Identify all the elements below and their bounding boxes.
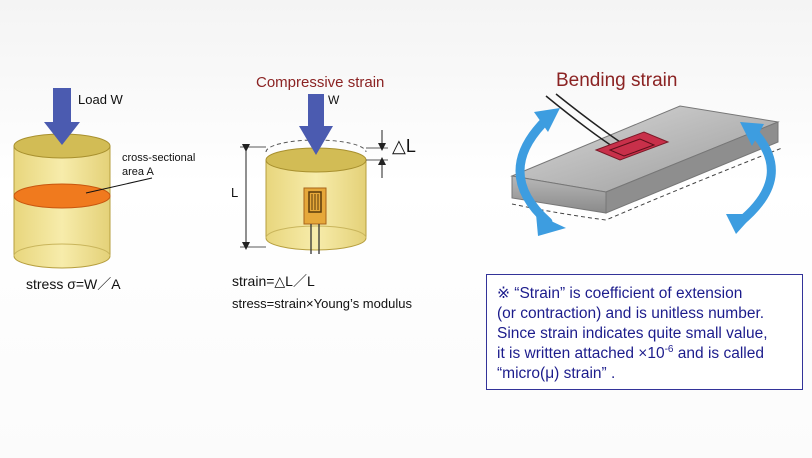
note-line-4-post: and is called [673,345,764,362]
load-arrow [44,88,80,145]
strain-note-box: ※ “Strain” is coefficient of extension (… [486,274,803,390]
left-cylinder [13,133,111,269]
bending-strain-title: Bending strain [556,70,678,91]
middle-cylinder [265,139,367,254]
compressive-strain-title: Compressive strain [256,74,385,91]
length-label: L [231,185,239,200]
force-label: W [328,93,340,107]
note-line-3: Since strain indicates quite small value… [497,325,768,342]
note-line-4: it is written attached ×10-6 and is call… [497,344,796,364]
cross-section-label-line1: cross-sectional [122,152,196,164]
note-line-2: (or contraction) and is unitless number. [497,305,765,322]
compressive-arrow [299,94,333,155]
length-dimension [240,144,266,250]
bending-plate [510,93,783,221]
note-line-5: “micro(μ) strain” . [497,365,616,382]
bend-arrow-right [726,122,776,234]
load-label: Load W [78,92,123,107]
cross-section-leader [85,177,153,194]
stress-young-formula: stress=strain×Young’s modulus [232,296,412,311]
note-line-1: ※ “Strain” is coefficient of extension [497,285,743,302]
strain-formula: strain=△L／L [232,273,315,289]
bend-arrow-left [515,108,566,236]
note-line-4-pre: it is written attached ×10 [497,345,665,362]
note-exponent: -6 [664,343,674,355]
stress-formula: stress σ=W／A [26,276,121,292]
delta-l-dimension [366,130,388,178]
delta-l-label: △L [392,136,416,156]
strain-gauge [303,187,327,254]
cross-section-label-line2: area A [122,166,154,178]
